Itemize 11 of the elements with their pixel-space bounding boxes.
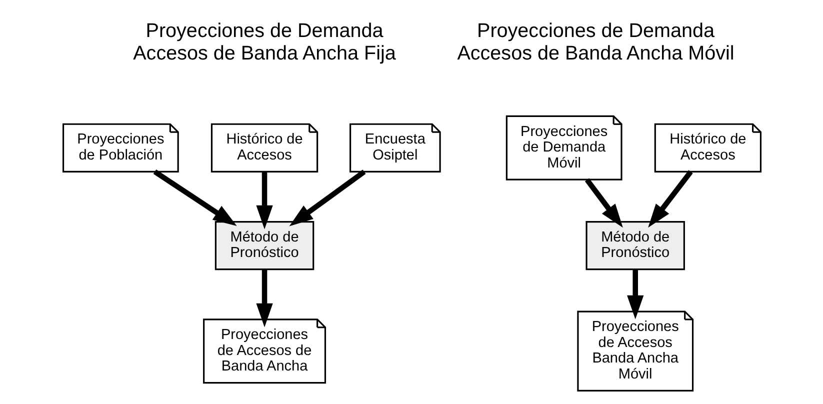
arrow: [648, 170, 692, 228]
label: Proyecciones de Demanda Accesos de Banda Ancha Móvil: [456, 20, 734, 64]
arrow: [152, 170, 236, 226]
label: Proyecciones de Demanda Accesos de Banda Ancha Fija: [132, 20, 396, 64]
arrow: [256, 270, 272, 328]
arrow: [288, 170, 366, 226]
arrow: [626, 270, 644, 320]
arrow: [584, 178, 622, 228]
node-box: Método de Pronóstico: [585, 221, 684, 270]
arrow: [256, 172, 272, 230]
node-box: Método de Pronóstico: [214, 221, 314, 270]
